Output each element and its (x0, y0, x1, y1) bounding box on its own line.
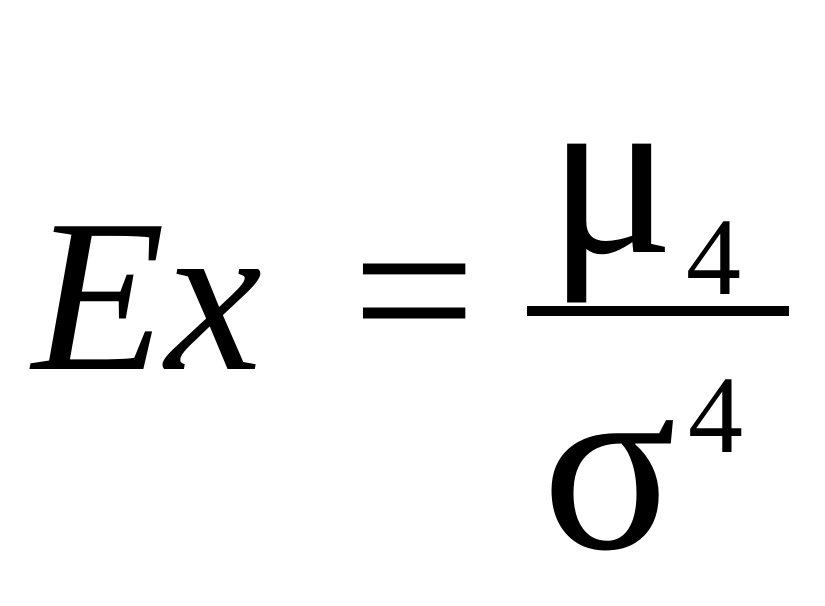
numerator-subscript: 4 (686, 196, 741, 318)
equals-sign: = (352, 168, 477, 412)
numerator-mu-symbol: μ (548, 43, 675, 304)
denominator-sigma-symbol: σ (542, 326, 677, 603)
fraction-bar (527, 306, 789, 316)
denominator-superscript: 4 (688, 354, 743, 476)
formula-lhs: Ex (32, 176, 262, 417)
